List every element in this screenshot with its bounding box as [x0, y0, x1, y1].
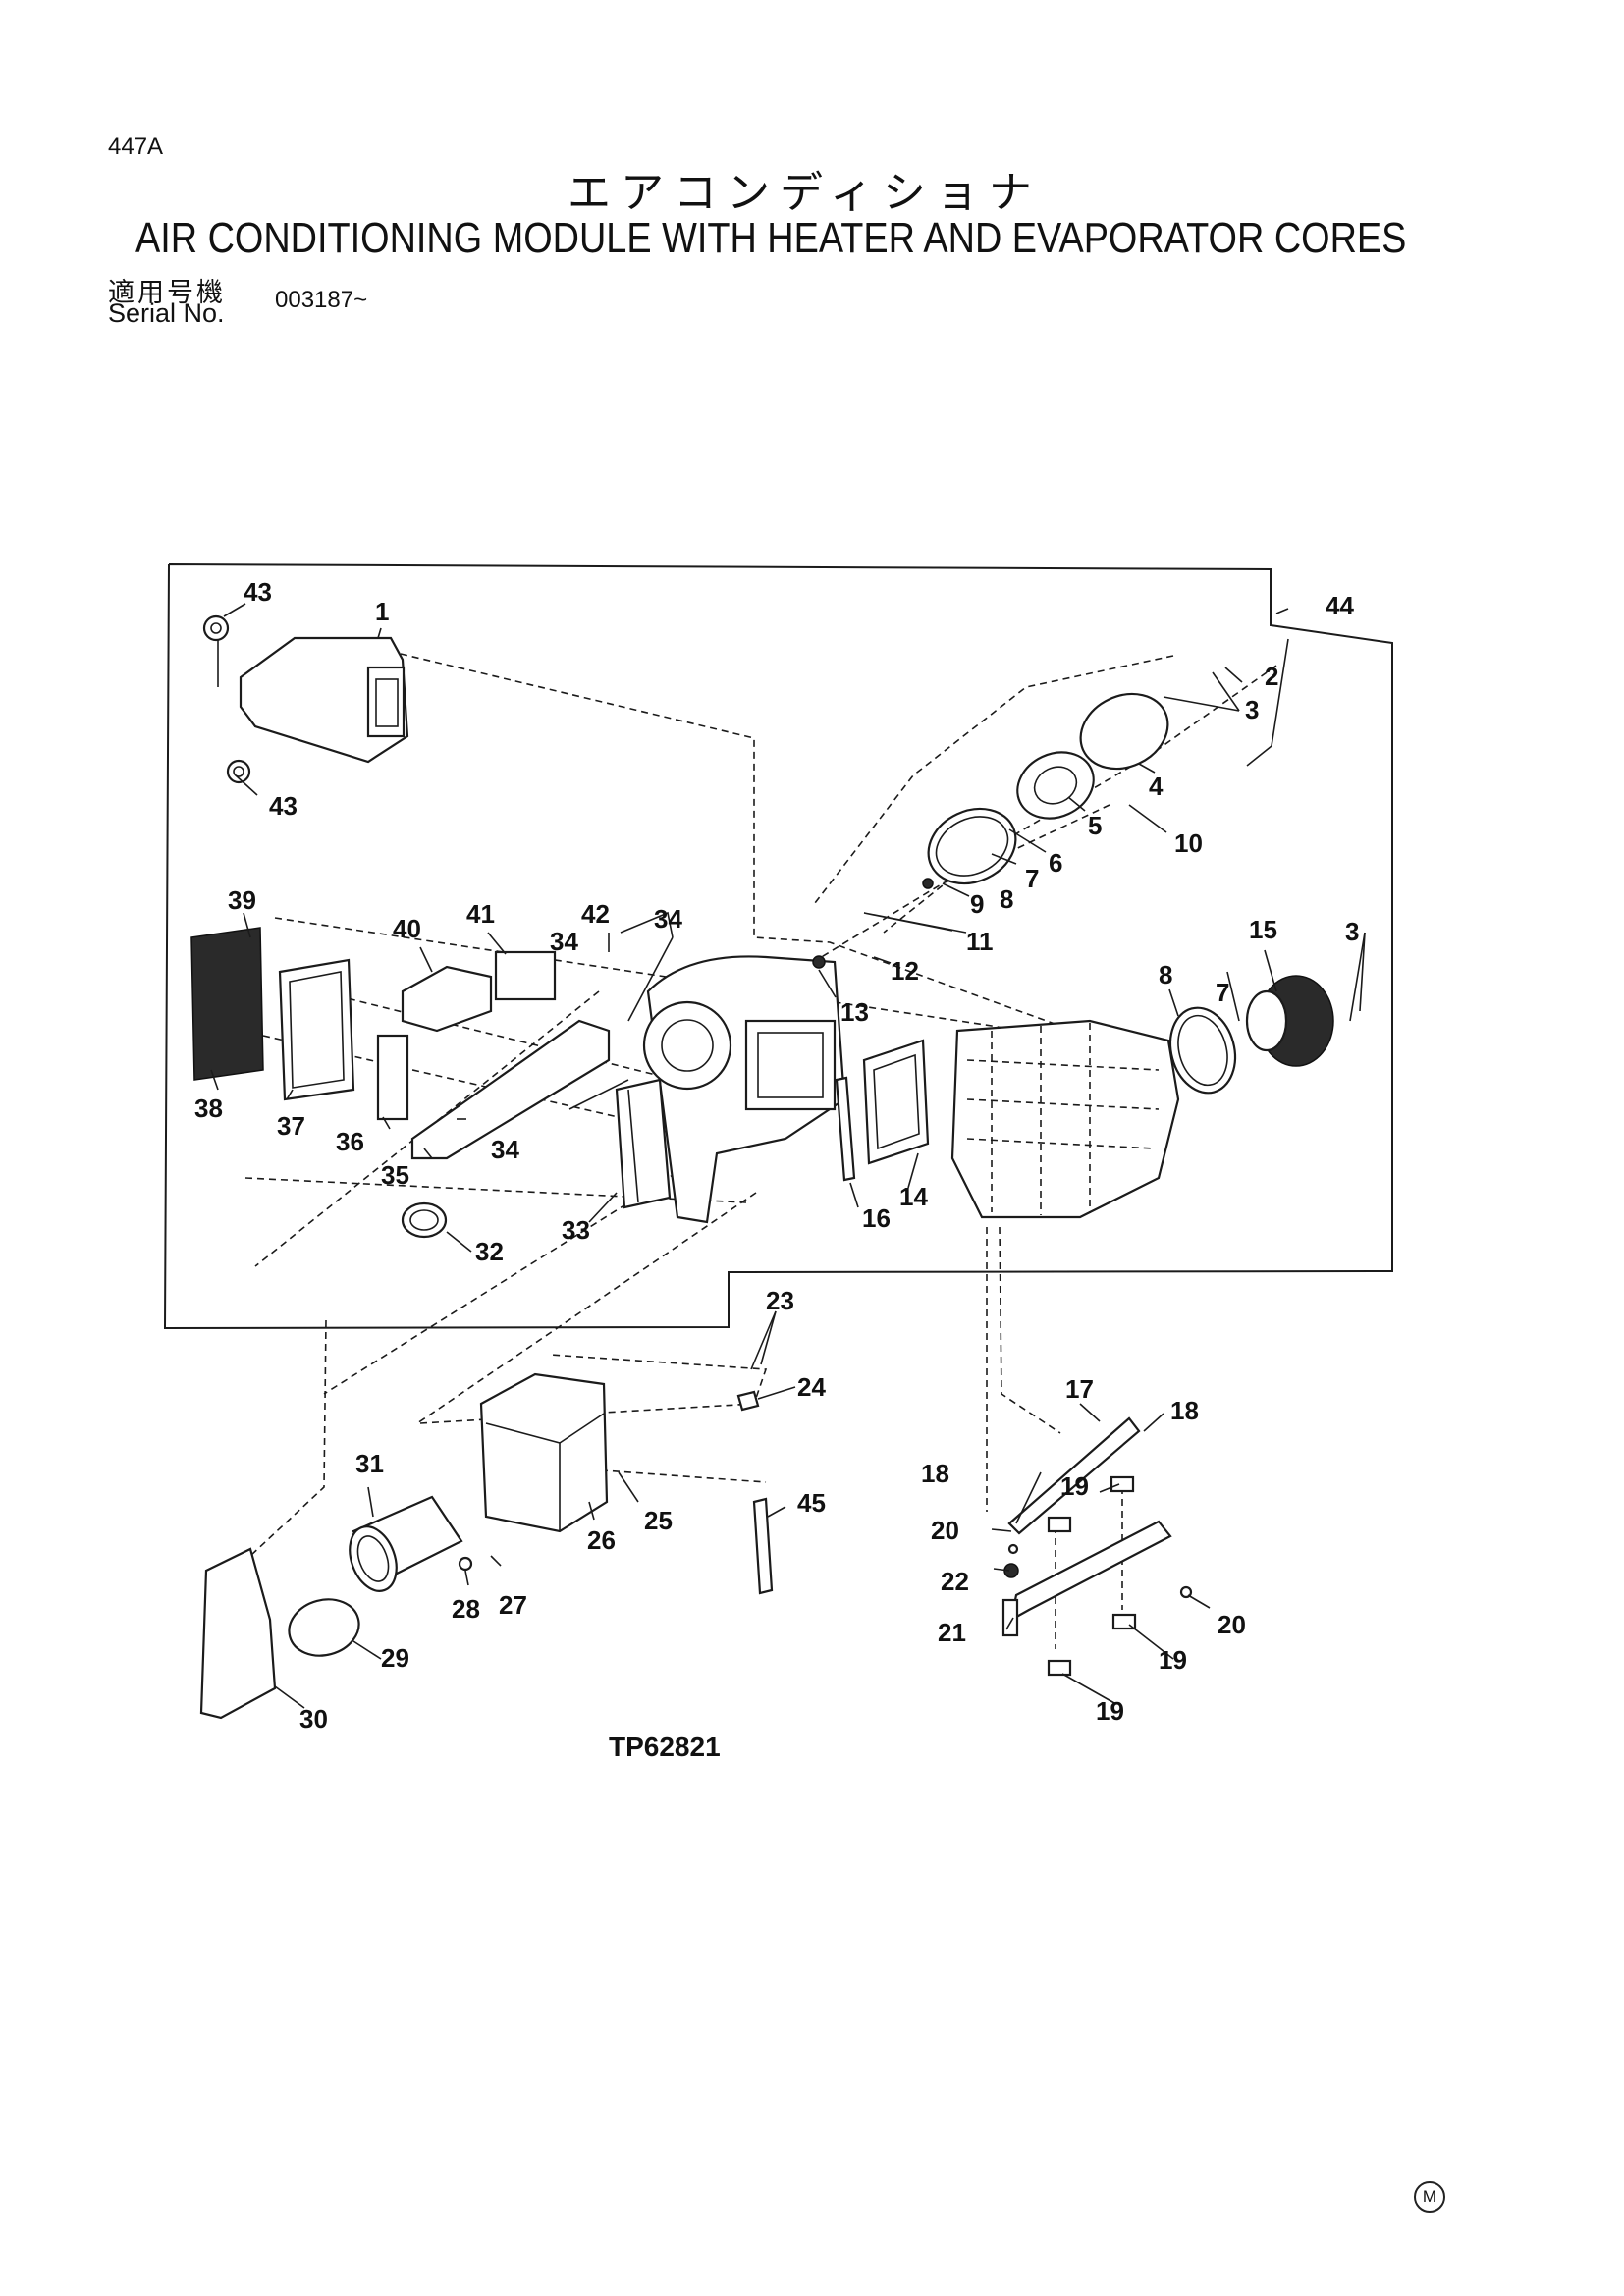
callout-18: 18	[1170, 1396, 1199, 1425]
callout-11: 11	[966, 927, 994, 956]
callout-45: 45	[797, 1488, 826, 1518]
part-33-duct	[615, 1078, 672, 1209]
callout-14: 14	[899, 1182, 928, 1211]
callout-9: 9	[970, 889, 984, 919]
callout-44: 44	[1326, 591, 1354, 620]
callout-8-b: 8	[1159, 960, 1172, 989]
title-english: AIR CONDITIONING MODULE WITH HEATER AND …	[135, 214, 1407, 262]
callout-30: 30	[299, 1704, 328, 1734]
parts-39-37-grille-filter	[190, 927, 355, 1101]
figure-id: TP62821	[609, 1732, 721, 1762]
part-32-ring	[401, 1201, 448, 1239]
callout-labels: 1 2 3 3 4 5 6 7 7 8 8 9 10 11 12 13 14 1…	[194, 577, 1359, 1734]
blower-housing	[642, 955, 846, 1224]
evaporator-core-assembly	[950, 1019, 1180, 1219]
callout-17: 17	[1065, 1374, 1094, 1404]
title-japanese: エアコンディショナ	[568, 168, 1042, 218]
module-boundary-outline	[163, 563, 1393, 1330]
leader-lines	[210, 603, 1366, 1709]
page-number: 447A	[108, 133, 164, 160]
part-1-top-cover	[239, 636, 409, 764]
callout-20-b: 20	[1218, 1610, 1246, 1639]
callout-20: 20	[931, 1516, 959, 1545]
callout-27: 27	[499, 1590, 527, 1620]
callout-4: 4	[1149, 772, 1164, 801]
callout-41: 41	[466, 899, 495, 929]
callout-33: 33	[562, 1215, 590, 1245]
callout-18-b: 18	[921, 1459, 949, 1488]
part-26-lower-housing	[479, 1372, 609, 1533]
callout-28: 28	[452, 1594, 480, 1624]
callout-42: 42	[581, 899, 610, 929]
parts-24-45-clips	[736, 1390, 774, 1595]
callout-13: 13	[840, 997, 869, 1027]
callout-24: 24	[797, 1372, 826, 1402]
callout-5: 5	[1088, 811, 1102, 840]
serial-label-english: Serial No.	[108, 298, 225, 328]
small-fasteners	[458, 878, 1193, 1599]
parts-8-15-right-fan	[1168, 975, 1334, 1095]
callout-2: 2	[1265, 662, 1278, 691]
callout-36: 36	[336, 1127, 364, 1156]
callout-26: 26	[587, 1525, 616, 1555]
callout-7-b: 7	[1216, 978, 1229, 1007]
callout-12: 12	[891, 956, 919, 986]
callout-40: 40	[393, 914, 421, 943]
part-43-nuts	[202, 614, 251, 784]
callout-1: 1	[375, 597, 389, 626]
parts-17-21-tubes	[1001, 1416, 1172, 1637]
callout-32: 32	[475, 1237, 504, 1266]
callout-15: 15	[1249, 915, 1277, 944]
callout-22: 22	[941, 1567, 969, 1596]
callout-43-b: 43	[269, 791, 298, 821]
serial-label-japanese: 適用号機	[108, 278, 226, 308]
callout-43: 43	[244, 577, 272, 607]
callout-29: 29	[381, 1643, 409, 1673]
callout-3-b: 3	[1345, 917, 1359, 946]
parts-29-30-31-filter	[199, 1495, 463, 1720]
callout-10: 10	[1174, 828, 1203, 858]
callout-37: 37	[277, 1111, 305, 1141]
m-mark: M	[1414, 2181, 1445, 2213]
callout-23: 23	[766, 1286, 794, 1315]
callout-31: 31	[355, 1449, 384, 1478]
callout-35: 35	[381, 1160, 409, 1190]
parts-35-36-40-41	[376, 950, 611, 1160]
callout-19-b: 19	[1159, 1645, 1187, 1675]
serial-number-range: 003187~	[275, 287, 368, 313]
callout-25: 25	[644, 1506, 673, 1535]
callout-34-b: 34	[654, 904, 682, 934]
callout-16: 16	[862, 1203, 891, 1233]
callout-34: 34	[550, 927, 578, 956]
callout-39: 39	[228, 885, 256, 915]
parts-4-5-8-rings	[927, 692, 1169, 885]
callout-38: 38	[194, 1094, 223, 1123]
callout-34-c: 34	[491, 1135, 519, 1164]
callout-19: 19	[1060, 1471, 1089, 1501]
callout-6: 6	[1049, 848, 1062, 878]
callout-19-c: 19	[1096, 1696, 1124, 1726]
callout-21: 21	[938, 1618, 966, 1647]
parts-14-16-gaskets	[835, 1039, 930, 1182]
callout-8: 8	[1000, 884, 1013, 914]
callout-7: 7	[1025, 864, 1039, 893]
callout-3: 3	[1245, 695, 1259, 724]
